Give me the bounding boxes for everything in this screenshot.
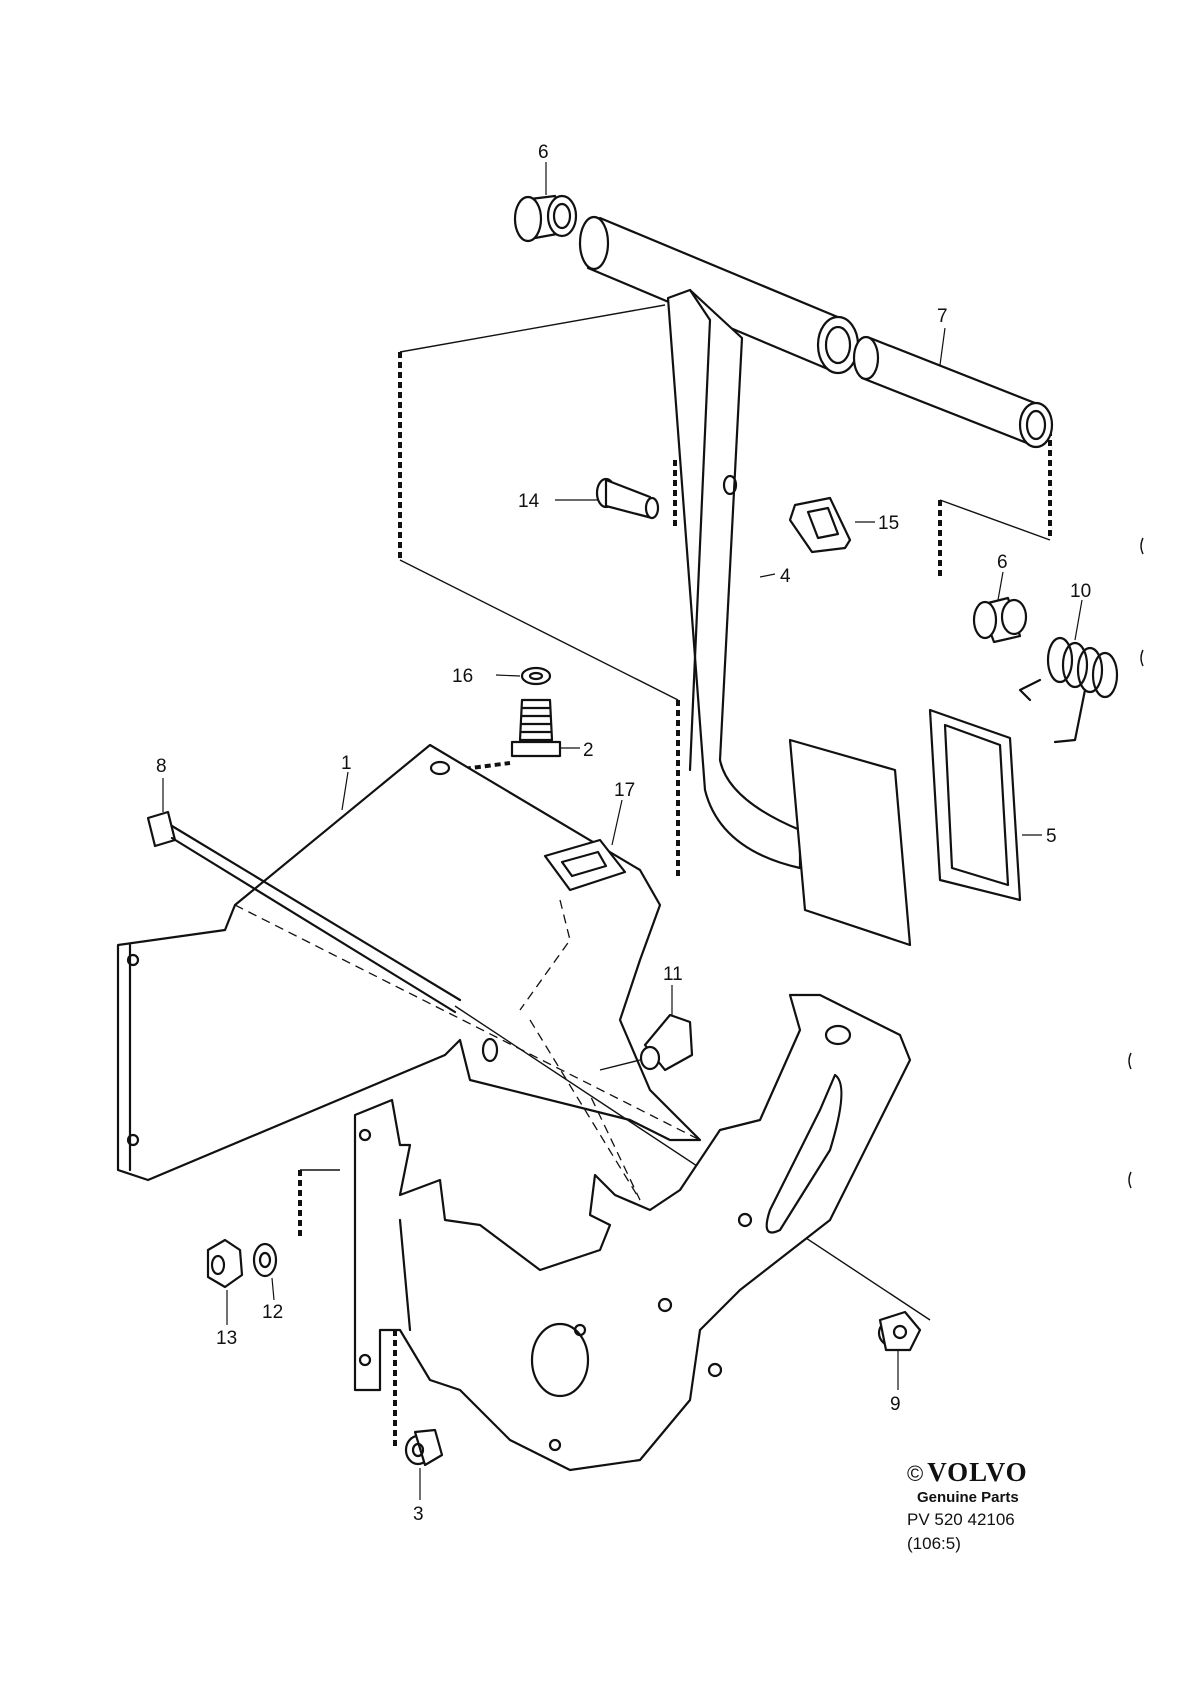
part-1-bracket-plate bbox=[116, 743, 702, 1201]
callout-9: 9 bbox=[890, 1394, 901, 1415]
part-15-clip bbox=[788, 496, 852, 554]
part-10-return-spring bbox=[1018, 636, 1119, 744]
callout-labels: 6 7 14 15 4 6 10 16 2 8 1 17 5 11 12 13 … bbox=[156, 142, 1091, 1525]
callout-6-lower: 6 bbox=[997, 552, 1008, 573]
callout-17: 17 bbox=[614, 780, 635, 801]
callout-11: 11 bbox=[663, 964, 683, 985]
part-8-long-bolt bbox=[146, 810, 931, 1321]
callout-7: 7 bbox=[937, 306, 948, 327]
volvo-stamp: © VOLVO Genuine Parts PV 520 42106 (106:… bbox=[907, 1457, 1087, 1554]
part-12-lock-washer bbox=[252, 1242, 278, 1278]
part-16-washer bbox=[520, 666, 552, 686]
part-7-shaft-tube bbox=[578, 215, 1054, 449]
part-5-pedal-pad bbox=[788, 708, 1022, 947]
part-3-flange-nut bbox=[404, 1428, 444, 1467]
callout-13: 13 bbox=[216, 1328, 237, 1349]
callout-15: 15 bbox=[878, 513, 899, 534]
brand-row: © VOLVO bbox=[907, 1457, 1087, 1488]
part-13-nut bbox=[206, 1238, 244, 1289]
copyright-symbol: © bbox=[907, 1461, 924, 1486]
brand-logo: VOLVO bbox=[927, 1457, 1028, 1487]
callout-16: 16 bbox=[452, 666, 473, 687]
callout-8: 8 bbox=[156, 756, 167, 777]
part-6-bushing-top bbox=[513, 194, 578, 243]
callout-5: 5 bbox=[1046, 826, 1057, 847]
callout-10: 10 bbox=[1070, 581, 1091, 602]
sheet-reference: (106:5) bbox=[907, 1534, 961, 1553]
callout-2: 2 bbox=[583, 740, 594, 761]
part-2-bolt bbox=[510, 698, 562, 758]
margin-marks bbox=[1128, 537, 1144, 1189]
assembly-guide-lines bbox=[298, 304, 1052, 1450]
part-11-stop-switch bbox=[599, 1013, 694, 1072]
pedal-bracket bbox=[353, 993, 912, 1472]
callout-1: 1 bbox=[341, 753, 352, 774]
part-14-pin bbox=[595, 477, 660, 520]
callout-leaders bbox=[162, 162, 1083, 1500]
callout-6-top: 6 bbox=[538, 142, 549, 163]
callout-12: 12 bbox=[262, 1302, 283, 1323]
part-6-bushing-lower bbox=[972, 596, 1028, 644]
callout-4: 4 bbox=[780, 566, 791, 587]
callout-14: 14 bbox=[518, 491, 540, 512]
callout-3: 3 bbox=[413, 1504, 424, 1525]
genuine-parts-label: Genuine Parts bbox=[917, 1489, 1019, 1506]
part-9-flange-nut bbox=[877, 1310, 922, 1352]
part-reference: PV 520 42106 bbox=[907, 1510, 1015, 1529]
part-17-clip-nut bbox=[543, 838, 627, 892]
